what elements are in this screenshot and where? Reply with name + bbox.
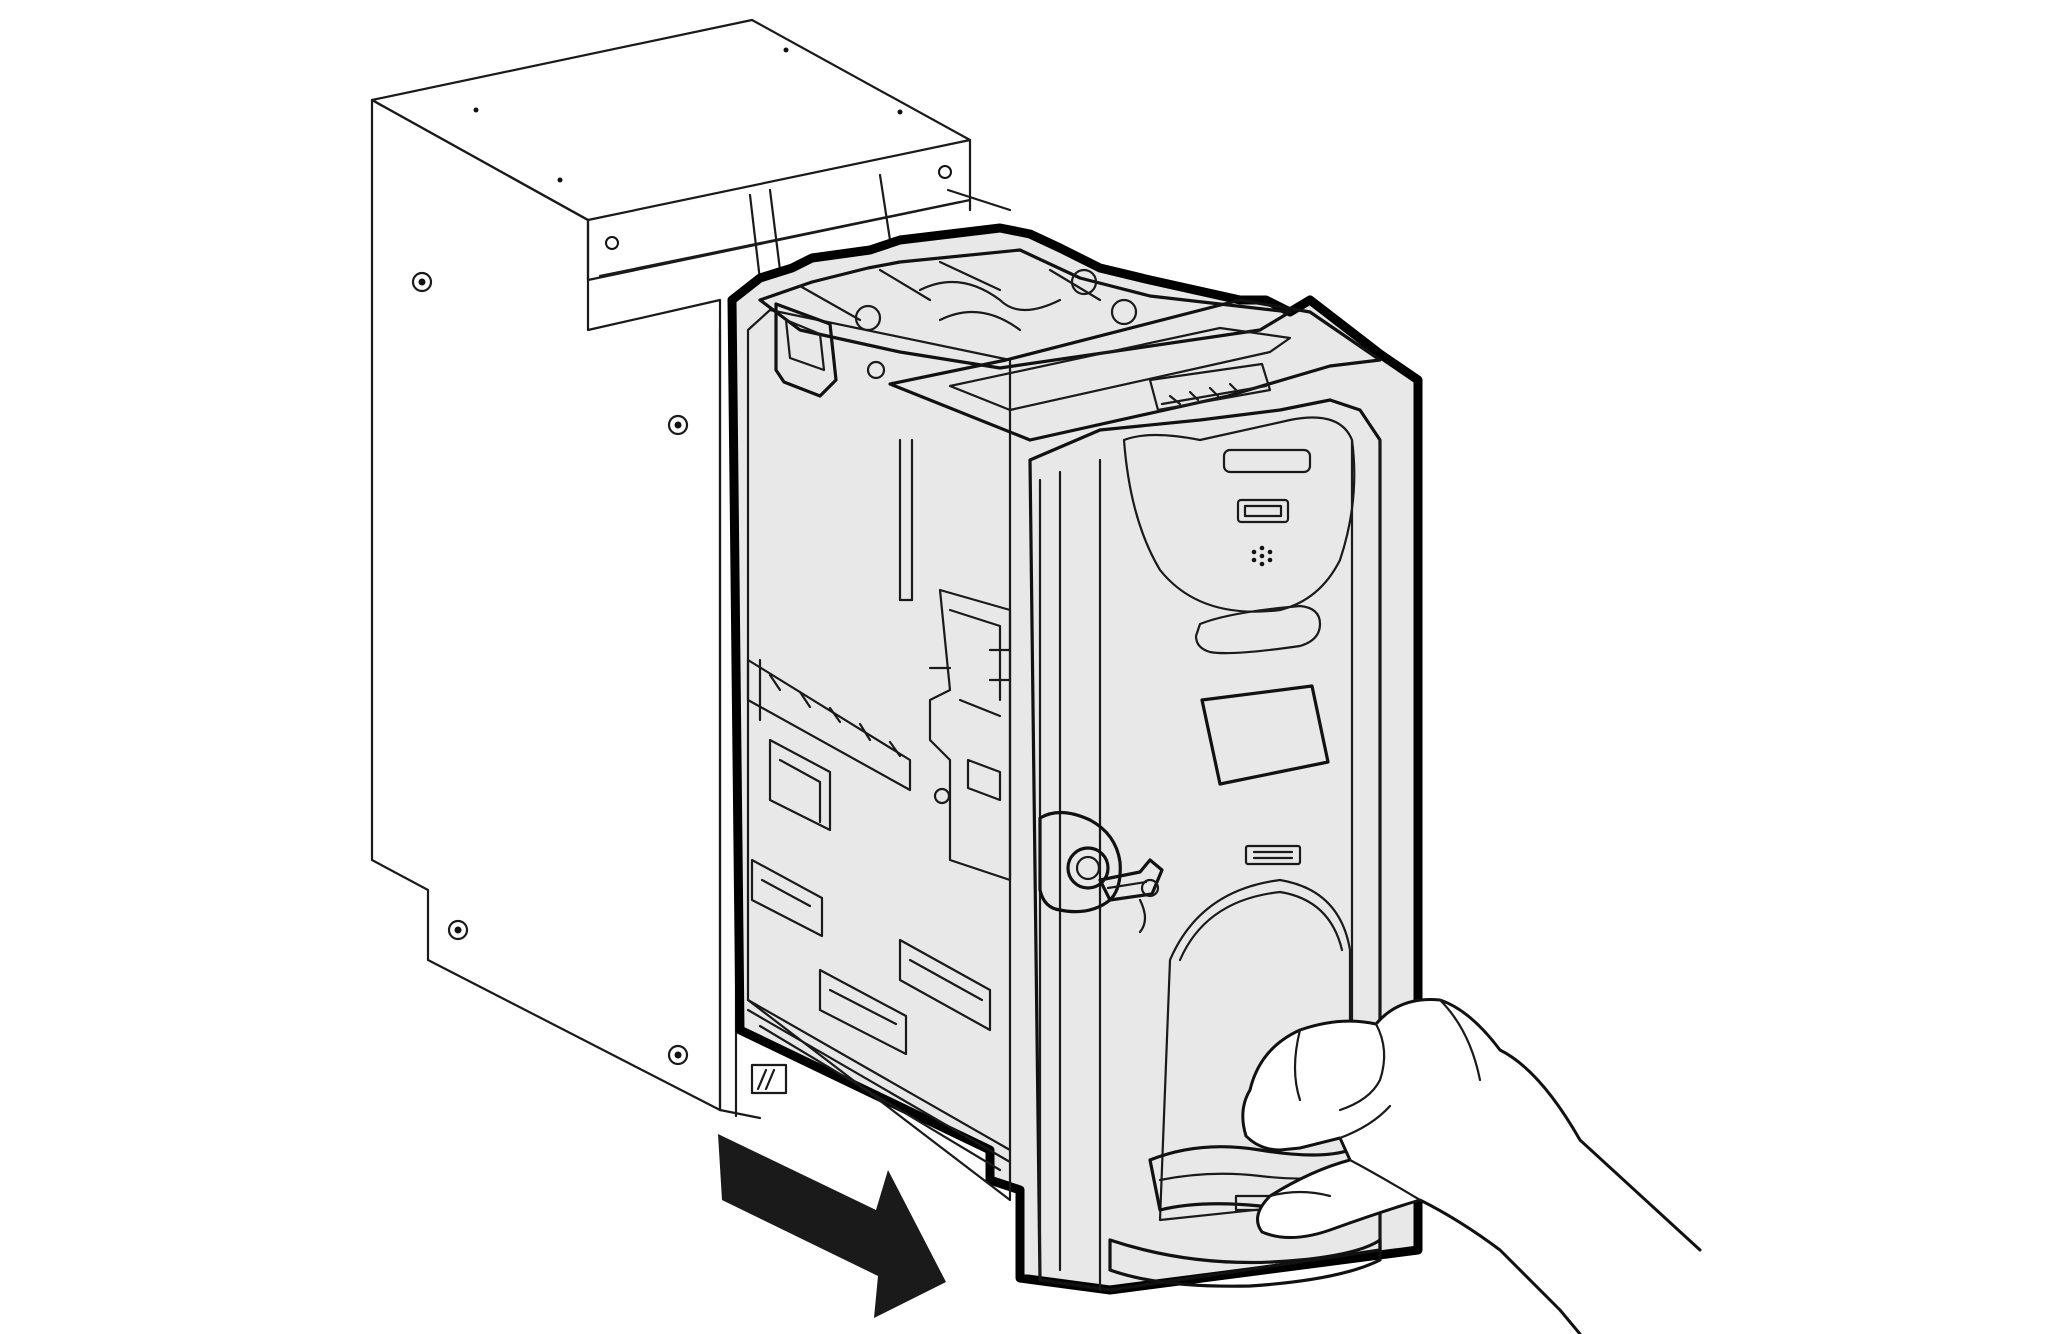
dotted-logo-icon	[1251, 545, 1273, 567]
drawer-unit-icon	[727, 223, 1423, 1295]
hand-pulling-icon	[1241, 998, 1702, 1334]
key-lock-icon	[1038, 810, 1164, 934]
pull-direction-arrow-icon	[718, 1134, 946, 1318]
